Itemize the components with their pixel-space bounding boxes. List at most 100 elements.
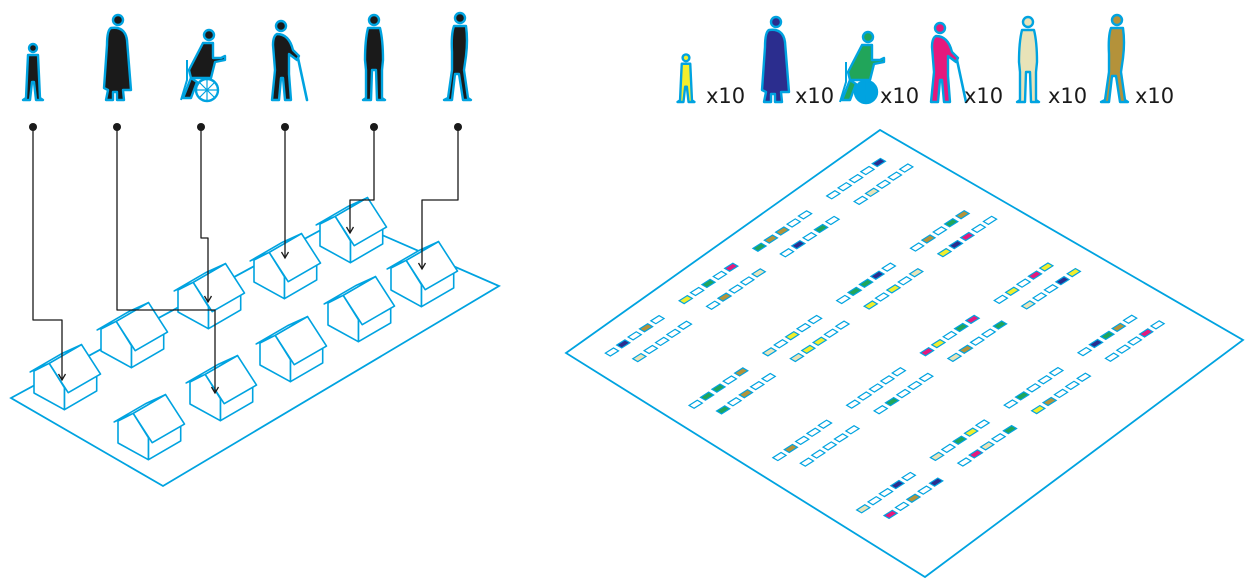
dwelling-unit (1038, 262, 1055, 272)
dwelling-unit (1030, 404, 1047, 415)
standing-adult-icon (361, 13, 387, 102)
dwelling-unit (699, 391, 715, 401)
dwelling-unit (1122, 314, 1138, 325)
dwelling-unit (898, 163, 915, 173)
dwelling-unit (773, 339, 789, 349)
dwelling-unit (879, 375, 896, 385)
connector-arrow (113, 123, 220, 395)
dwelling-unit (868, 383, 884, 393)
dwelling-unit (715, 405, 731, 415)
dwelling-unit (848, 173, 864, 184)
dwelling-unit (887, 171, 903, 181)
dwelling-unit (889, 479, 906, 490)
house-icon (249, 232, 322, 300)
dwelling-unit (894, 501, 910, 512)
dwelling-unit (954, 209, 971, 220)
dwelling-unit (760, 372, 777, 383)
dwelling-unit (723, 262, 740, 273)
house-icon (96, 301, 169, 369)
dwelling-unit (789, 352, 805, 363)
dwelling-unit (943, 218, 959, 228)
legend-item: x10 (839, 30, 919, 108)
dwelling-unit (750, 268, 767, 278)
dwelling-unit (712, 270, 728, 281)
dwelling-unit (1099, 330, 1116, 341)
legend-item: x10 (1099, 13, 1174, 108)
dwelling-unit (897, 276, 913, 286)
dwelling-unit (885, 284, 902, 294)
walking-adult-icon (442, 11, 473, 102)
walking-adult-icon (1099, 13, 1130, 104)
dwelling-unit (1115, 344, 1132, 354)
dwelling-unit (728, 284, 744, 294)
dwelling-unit (895, 388, 912, 399)
dwelling-unit (881, 262, 897, 272)
dwelling-unit (952, 435, 968, 445)
dwelling-unit (1043, 284, 1059, 294)
dwelling-unit (1110, 322, 1127, 333)
dwelling-unit (970, 223, 987, 234)
child-figure-icon (676, 53, 696, 104)
dwelling-unit (1127, 336, 1143, 346)
dwelling-unit (974, 419, 991, 429)
dwelling-unit (875, 179, 892, 189)
dwelling-unit (862, 300, 879, 310)
dwelling-unit (763, 234, 779, 244)
dwelling-unit (956, 457, 973, 467)
dwelling-unit (801, 231, 818, 242)
dwelling-unit (872, 404, 889, 415)
dwelling-unit (963, 427, 979, 437)
dwelling-unit (919, 346, 935, 357)
dwelling-unit (869, 270, 886, 280)
dwelling-unit (845, 399, 862, 409)
dwelling-unit (866, 495, 883, 506)
dwelling-unit (761, 347, 778, 357)
dwelling-unit (917, 485, 933, 495)
dwelling-unit (942, 330, 958, 341)
dwelling-unit (864, 187, 880, 198)
house-icon (386, 240, 459, 308)
robed-figure-icon (760, 15, 791, 104)
dwelling-unit (858, 278, 874, 289)
dwelling-unit (852, 195, 869, 206)
child-figure-icon (21, 42, 45, 102)
dwelling-unit (1014, 391, 1030, 401)
legend-count: x10 (706, 84, 745, 108)
dwelling-unit (859, 165, 876, 176)
assignment-connectors (29, 123, 462, 395)
dwelling-unit (821, 441, 838, 451)
dwelling-unit (833, 433, 849, 443)
house-icon (323, 275, 396, 343)
connector-arrow (345, 123, 378, 235)
dwelling-unit (878, 487, 894, 498)
dwelling-unit (920, 234, 937, 244)
dwelling-unit (825, 190, 842, 200)
dwelling-unit (968, 449, 984, 459)
dwelling-unit (823, 328, 839, 338)
dwelling-unit (817, 419, 833, 429)
dwelling-unit (631, 352, 648, 363)
robed-figure-icon (102, 13, 133, 102)
connector-arrow (280, 123, 290, 260)
dwelling-unit (800, 344, 817, 355)
dwelling-unit (615, 339, 632, 349)
dwelling-unit (813, 223, 829, 234)
dwelling-unit (1138, 328, 1154, 338)
legend-count: x10 (880, 84, 919, 108)
dwelling-unit (836, 181, 853, 192)
dwelling-unit (794, 435, 810, 446)
dwelling-unit (953, 322, 969, 333)
dwelling-unit (930, 338, 947, 349)
dwelling-unit (700, 278, 717, 289)
dwelling-unit (1149, 320, 1166, 330)
dwelling-unit (1054, 275, 1071, 286)
elder-with-cane-icon (270, 19, 309, 102)
connector-arrow (197, 123, 213, 304)
dwelling-unit (779, 248, 795, 258)
dwelling-unit (799, 457, 815, 467)
dwelling-unit (710, 383, 727, 393)
dwelling-unit (1104, 352, 1120, 362)
